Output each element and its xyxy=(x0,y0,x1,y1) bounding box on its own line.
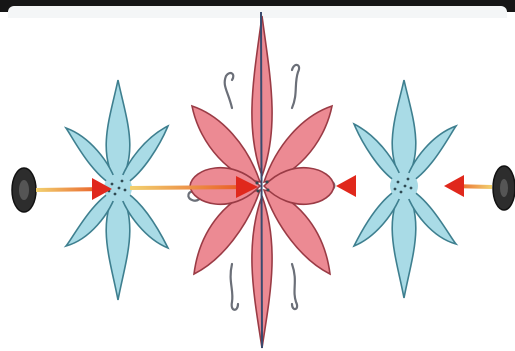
arrow-right-flower-to-center xyxy=(336,175,392,197)
right-blue-flower xyxy=(354,80,456,298)
right-source-disk xyxy=(493,166,515,210)
symmetry-axis xyxy=(261,12,262,348)
arrow-right-source-to-right-flower xyxy=(444,175,492,197)
left-source-disk xyxy=(12,168,36,212)
arrow-left-source-to-left-flower xyxy=(36,178,112,200)
